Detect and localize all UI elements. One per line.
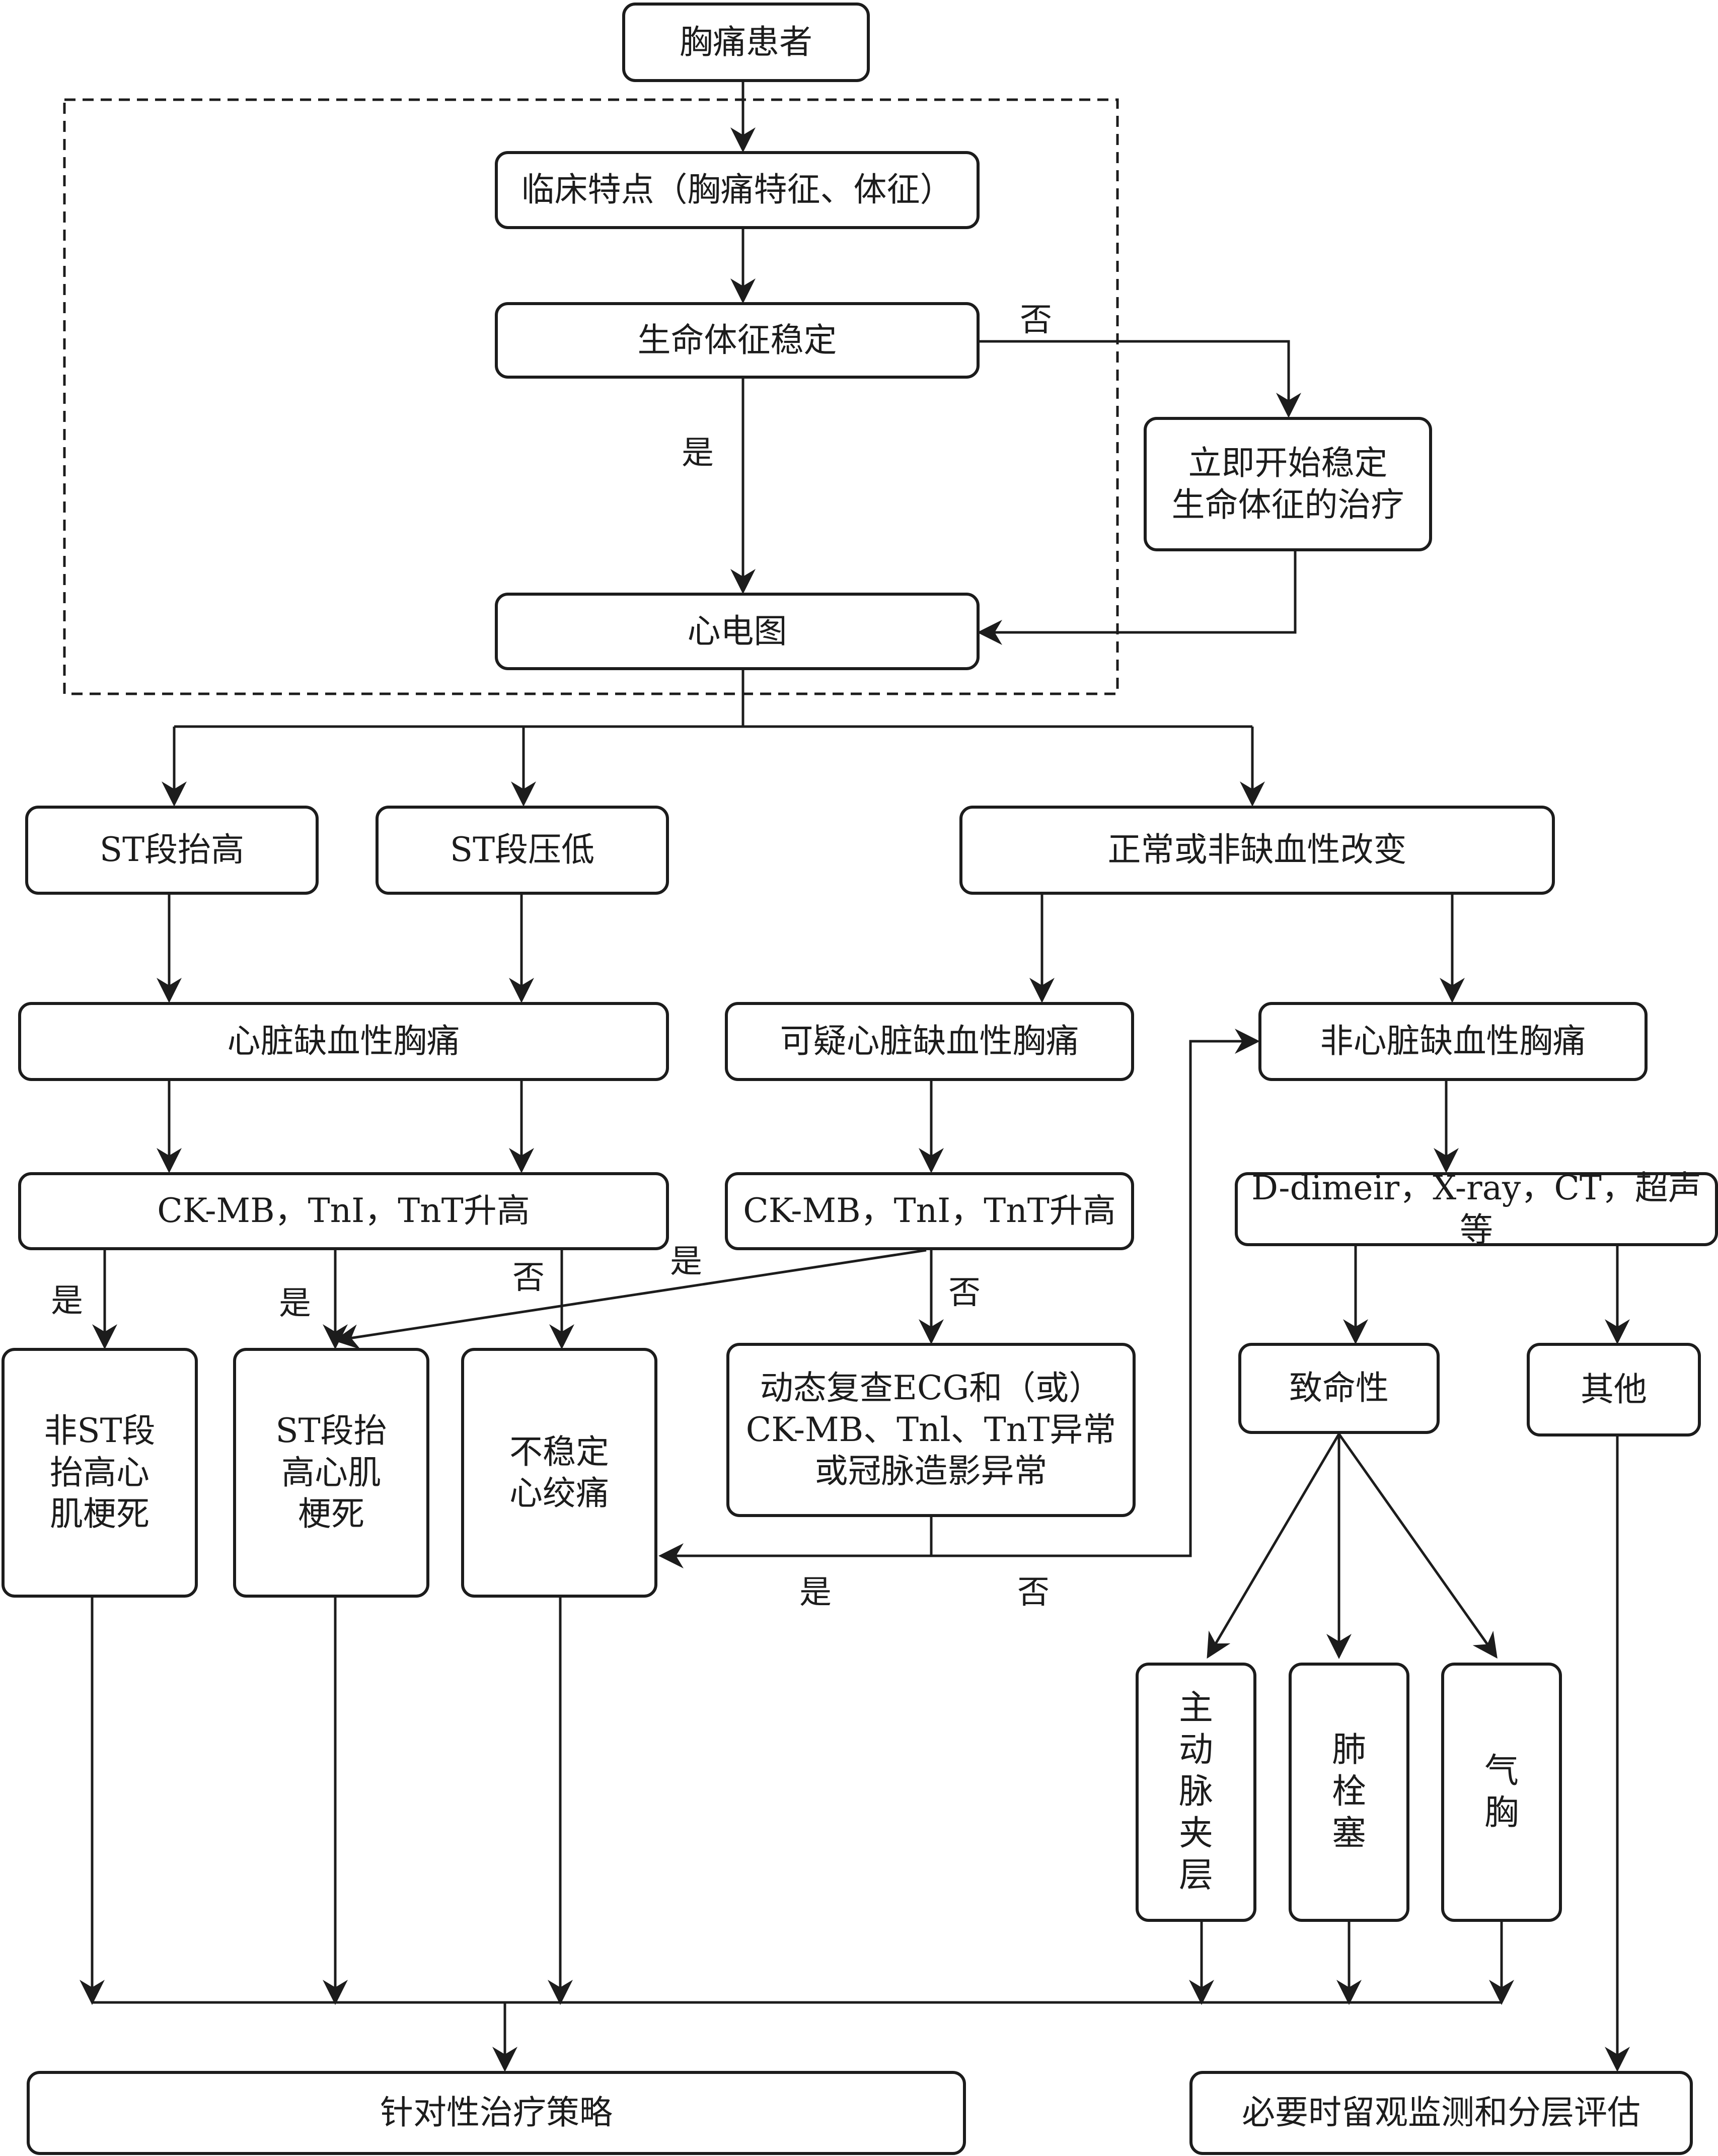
edge-mid-markers-yes-stemi <box>334 1249 927 1349</box>
node-aortic-dissection-char-5: 层 <box>1178 1855 1213 1895</box>
node-suspected-cardiac-ischemic-pain-label: 可疑心脏缺血性胸痛 <box>780 1022 1079 1061</box>
node-dynamic-recheck-line-1: 动态复查ECG和（或） <box>760 1369 1102 1408</box>
node-st-elevation: ST段抬高 <box>25 806 319 895</box>
node-aortic-dissection: 主 动 脉 夹 层 <box>1136 1663 1256 1922</box>
node-targeted-treatment-label: 针对性治疗策略 <box>380 2093 613 2132</box>
node-unstable-angina-line-1: 不稳定 <box>509 1432 609 1471</box>
node-stemi-line-3: 梗死 <box>298 1494 364 1534</box>
node-targeted-treatment: 针对性治疗策略 <box>27 2071 966 2155</box>
node-pulmonary-embolism-char-1: 肺 <box>1331 1730 1366 1770</box>
node-stabilize-treatment-line-2: 生命体征的治疗 <box>1171 485 1404 524</box>
node-normal-or-nonischemic-label: 正常或非缺血性改变 <box>1107 830 1407 870</box>
node-noncardiac-ischemic-pain: 非心脏缺血性胸痛 <box>1258 1002 1648 1081</box>
node-dynamic-recheck-line-2: CK-MB、Tnl、TnT异常 <box>745 1410 1116 1449</box>
node-nstemi-line-1: 非ST段 <box>44 1411 156 1451</box>
node-nstemi-line-3: 肌梗死 <box>50 1494 150 1534</box>
node-pulmonary-embolism-char-2: 栓 <box>1331 1772 1366 1812</box>
node-markers-elevated-left: CK-MB，TnI，TnT升高 <box>18 1172 669 1250</box>
node-ecg: 心电图 <box>495 593 980 670</box>
edge-label-left-markers-no: 否 <box>512 1259 545 1297</box>
node-nstemi: 非ST段 抬高心 肌梗死 <box>2 1348 198 1598</box>
node-dynamic-recheck: 动态复查ECG和（或） CK-MB、Tnl、TnT异常 或冠脉造影异常 <box>726 1343 1136 1517</box>
node-pneumothorax-char-2: 胸 <box>1484 1792 1519 1833</box>
node-other-label: 其他 <box>1581 1370 1647 1409</box>
edge-label-mid-markers-yes: 是 <box>670 1243 702 1280</box>
edge-stabilize-to-ecg <box>977 551 1297 645</box>
edge-label-vital-no: 否 <box>1020 302 1052 339</box>
node-tests-label: D-dimeir，X-ray，CT，超声等 <box>1251 1169 1701 1249</box>
node-aortic-dissection-char-1: 主 <box>1178 1688 1213 1729</box>
node-other: 其他 <box>1527 1343 1701 1436</box>
edge-recheck-no <box>931 1029 1260 1557</box>
node-stemi: ST段抬 高心肌 梗死 <box>233 1348 429 1598</box>
node-stemi-line-2: 高心肌 <box>281 1453 381 1492</box>
node-chest-pain-patient: 胸痛患者 <box>622 3 870 82</box>
node-stabilize-treatment: 立即开始稳定 生命体征的治疗 <box>1144 417 1432 551</box>
edge-label-recheck-no: 否 <box>1017 1574 1050 1611</box>
node-stabilize-treatment-line-1: 立即开始稳定 <box>1188 444 1388 482</box>
node-aortic-dissection-char-4: 夹 <box>1178 1813 1213 1853</box>
node-cardiac-ischemic-pain: 心脏缺血性胸痛 <box>18 1002 669 1081</box>
node-chest-pain-patient-label: 胸痛患者 <box>680 22 812 61</box>
node-unstable-angina: 不稳定 心绞痛 <box>461 1348 657 1598</box>
edge-fatal-to-ptx <box>1337 1433 1498 1659</box>
node-markers-elevated-mid-label: CK-MB，TnI，TnT升高 <box>743 1191 1116 1231</box>
node-observation-monitoring: 必要时留观监测和分层评估 <box>1189 2071 1693 2155</box>
node-markers-elevated-mid: CK-MB，TnI，TnT升高 <box>725 1172 1134 1250</box>
node-ecg-label: 心电图 <box>687 611 787 651</box>
assessment-dashed-region <box>63 98 1119 695</box>
node-clinical-features: 临床特点（胸痛特征、体征） <box>495 151 980 229</box>
edge-label-vital-yes: 是 <box>682 435 714 472</box>
node-markers-elevated-left-label: CK-MB，TnI，TnT升高 <box>157 1191 530 1231</box>
node-aortic-dissection-char-3: 脉 <box>1178 1772 1213 1812</box>
edge-vital-no <box>978 340 1301 418</box>
node-clinical-features-label: 临床特点（胸痛特征、体征） <box>521 170 953 209</box>
node-pulmonary-embolism: 肺 栓 塞 <box>1289 1663 1409 1922</box>
node-unstable-angina-line-2: 心绞痛 <box>509 1474 609 1513</box>
edge-fatal-to-aortic <box>1207 1433 1340 1659</box>
node-vital-signs-stable: 生命体征稳定 <box>495 302 980 379</box>
node-observation-monitoring-label: 必要时留观监测和分层评估 <box>1242 2093 1640 2132</box>
node-st-depression: ST段压低 <box>376 806 669 895</box>
edge-label-left-markers-yes-a: 是 <box>51 1282 83 1320</box>
node-aortic-dissection-char-2: 动 <box>1178 1730 1213 1770</box>
node-st-elevation-label: ST段抬高 <box>99 830 245 870</box>
node-pneumothorax-char-1: 气 <box>1484 1751 1519 1791</box>
node-suspected-cardiac-ischemic-pain: 可疑心脏缺血性胸痛 <box>725 1002 1134 1081</box>
node-normal-or-nonischemic: 正常或非缺血性改变 <box>959 806 1555 895</box>
node-stemi-line-1: ST段抬 <box>275 1411 387 1451</box>
node-fatal: 致命性 <box>1238 1343 1440 1434</box>
node-vital-signs-stable-label: 生命体征稳定 <box>637 320 837 360</box>
edge-label-recheck-yes: 是 <box>799 1574 832 1611</box>
node-tests: D-dimeir，X-ray，CT，超声等 <box>1235 1169 1718 1249</box>
edge-label-mid-markers-no: 否 <box>948 1274 981 1312</box>
node-pulmonary-embolism-char-3: 塞 <box>1331 1813 1366 1853</box>
node-fatal-label: 致命性 <box>1289 1369 1389 1408</box>
node-dynamic-recheck-line-3: 或冠脉造影异常 <box>814 1452 1048 1491</box>
node-nstemi-line-2: 抬高心 <box>50 1453 150 1492</box>
node-cardiac-ischemic-pain-label: 心脏缺血性胸痛 <box>227 1022 460 1061</box>
node-st-depression-label: ST段压低 <box>450 830 595 870</box>
node-pneumothorax: 气 胸 <box>1441 1663 1562 1922</box>
node-noncardiac-ischemic-pain-label: 非心脏缺血性胸痛 <box>1320 1022 1586 1061</box>
edge-label-left-markers-yes-b: 是 <box>279 1285 311 1322</box>
